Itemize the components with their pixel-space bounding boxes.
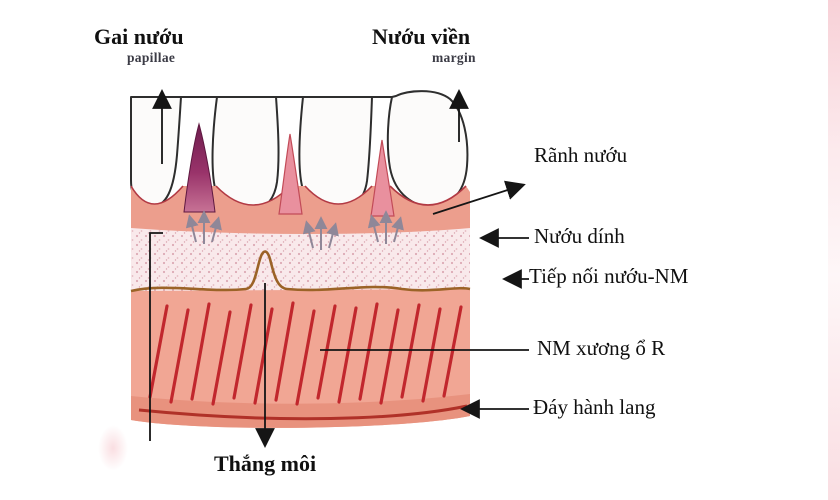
label-thang-moi: Thắng môi <box>214 451 317 476</box>
tooth-4 <box>386 90 469 208</box>
label-nuou-dinh: Nướu dính <box>534 224 625 248</box>
alveolar-mucosa-region <box>131 289 470 428</box>
teeth-group <box>130 90 469 212</box>
mucogingival-junction-line <box>130 250 471 293</box>
label-day-hanh-lang: Đáy hành lang <box>533 395 656 419</box>
tooth-1 <box>130 96 182 208</box>
label-ranh-nuou: Rãnh nướu <box>534 143 628 167</box>
papilla-3 <box>370 139 395 217</box>
papilla-highlight <box>183 122 216 213</box>
vessel-lines <box>148 301 463 406</box>
leader-lines <box>149 89 529 448</box>
label-papillae: papillae <box>127 50 176 65</box>
label-nuou-vien: Nướu viền <box>372 24 471 49</box>
label-tiep-noi-nuou-nm: Tiếp nối nướu-NM <box>529 264 689 288</box>
papillae-group <box>183 122 395 217</box>
left-elbow-leader-line <box>149 232 163 441</box>
ranh-nuou-arrow <box>432 180 526 215</box>
gingiva-fiber-arrows <box>185 210 404 250</box>
vestibule-dark-band <box>131 394 470 428</box>
vestibule-floor-line <box>138 404 468 421</box>
label-gai-nuou: Gai nướu <box>94 24 184 49</box>
papilla-2 <box>278 133 303 215</box>
gingival-margin-lines <box>130 185 467 206</box>
label-nm-xuong-o-r: NM xương ổ R <box>537 336 666 360</box>
label-margin: margin <box>432 50 476 65</box>
